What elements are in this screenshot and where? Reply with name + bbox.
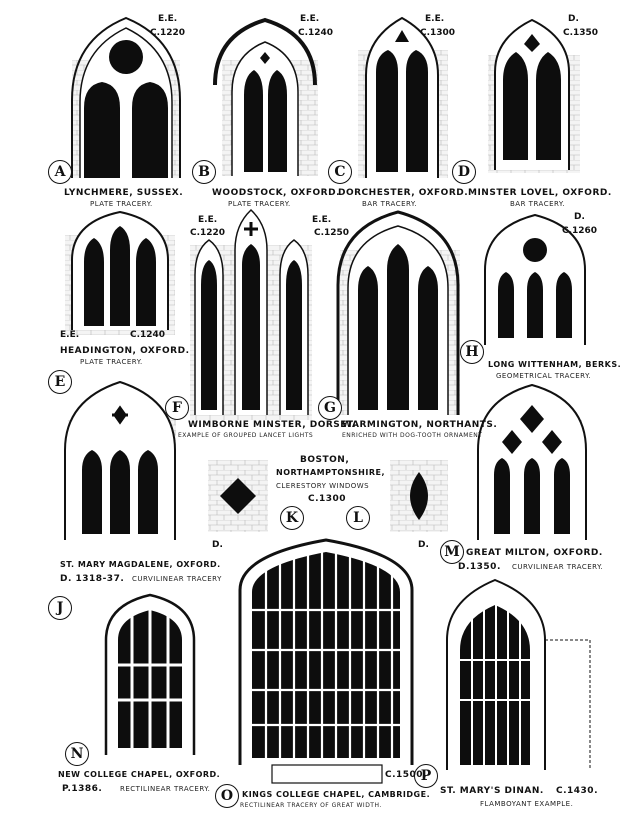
place-h: LONG WITTENHAM, BERKS. [488, 360, 622, 369]
place-m: GREAT MILTON, OXFORD. [466, 548, 603, 558]
date-a: C.1220 [150, 28, 186, 38]
period-g: E.E. [312, 215, 332, 225]
date-h: C.1260 [562, 226, 598, 236]
letter-p: P [414, 764, 438, 788]
letter-j: J [48, 596, 72, 620]
tracery-j: CURVILINEAR TRACERY [132, 575, 222, 583]
date-g: C.1250 [314, 228, 350, 238]
window-f-drawing [190, 208, 312, 420]
period-a: E.E. [158, 14, 178, 24]
period-h: D. [574, 212, 585, 222]
letter-h: H [460, 340, 484, 364]
window-j-drawing [64, 380, 176, 540]
place-j: ST. MARY MAGDALENE, OXFORD. [60, 560, 221, 569]
period-c: E.E. [425, 14, 445, 24]
tracery-n: RECTILINEAR TRACERY. [120, 785, 211, 793]
place-p: ST. MARY'S DINAN. [440, 786, 544, 796]
window-n-drawing [104, 593, 196, 755]
date-e: C.1240 [130, 330, 166, 340]
window-l-drawing [390, 460, 448, 532]
place-a: LYNCHMERE, SUSSEX. [64, 188, 184, 198]
period-l: D. [418, 540, 429, 550]
place-n: NEW COLLEGE CHAPEL, OXFORD. [58, 770, 221, 779]
letter-g: G [318, 396, 342, 420]
window-g-drawing [336, 210, 460, 415]
place-f: WIMBORNE MINSTER, DORSET. [188, 420, 357, 430]
letter-l: L [346, 506, 370, 530]
date-d: C.1350 [563, 28, 599, 38]
date-b: C.1240 [298, 28, 334, 38]
boston-date: C.1300 [308, 494, 347, 504]
letter-m: M [440, 540, 464, 564]
letter-o: O [215, 784, 239, 808]
tracery-o: RECTILINEAR TRACERY OF GREAT WIDTH. [240, 802, 382, 809]
tracery-p: FLAMBOYANT EXAMPLE. [480, 800, 574, 808]
period-f: E.E. [198, 215, 218, 225]
tracery-d: BAR TRACERY. [510, 200, 566, 208]
tracery-e: PLATE TRACERY. [80, 358, 143, 366]
place-c: DORCHESTER, OXFORD. [338, 188, 469, 198]
period-k: D. [212, 540, 223, 550]
date-m: D.1350. [458, 562, 501, 572]
window-o-drawing [238, 538, 414, 784]
tracery-h: GEOMETRICAL TRACERY. [496, 372, 592, 380]
date-n: P.1386. [62, 784, 103, 794]
boston-county: NORTHAMPTONSHIRE, [276, 468, 386, 477]
window-e-drawing [65, 210, 175, 335]
date-c: C.1300 [420, 28, 456, 38]
boston-clerestory: CLERESTORY WINDOWS [276, 482, 370, 490]
period-b: E.E. [300, 14, 320, 24]
date-p: C.1430. [556, 786, 598, 796]
date-j: D. 1318-37. [60, 574, 125, 584]
tracery-c: BAR TRACERY. [362, 200, 418, 208]
tracery-a: PLATE TRACERY. [90, 200, 153, 208]
place-o: KINGS COLLEGE CHAPEL, CAMBRIDGE. [242, 790, 431, 799]
window-p-drawing [446, 578, 591, 770]
window-c-drawing [358, 16, 448, 178]
letter-d: D [452, 160, 476, 184]
letter-c: C [328, 160, 352, 184]
letter-n: N [65, 742, 89, 766]
window-k-drawing [208, 460, 268, 532]
letter-k: K [280, 506, 304, 530]
place-b: WOODSTOCK, OXFORD. [212, 188, 340, 198]
date-f: C.1220 [190, 228, 226, 238]
date-o: C.1500. [385, 770, 427, 780]
tracery-f: EXAMPLE OF GROUPED LANCET LIGHTS [178, 432, 314, 439]
tracery-b: PLATE TRACERY. [228, 200, 291, 208]
letter-a: A [48, 160, 72, 184]
place-d: MINSTER LOVEL, OXFORD. [468, 188, 612, 198]
letter-b: B [192, 160, 216, 184]
window-b-drawing [213, 17, 318, 176]
letter-f: F [165, 396, 189, 420]
period-d: D. [568, 14, 579, 24]
period-e: E.E. [60, 330, 80, 340]
place-e: HEADINGTON, OXFORD. [60, 346, 190, 356]
window-h-drawing [484, 213, 586, 345]
tracery-g: ENRICHED WITH DOG-TOOTH ORNAMENT [342, 432, 483, 439]
window-d-drawing [488, 18, 580, 173]
letter-e: E [48, 370, 72, 394]
boston-title: BOSTON, [300, 455, 350, 465]
place-g: WARMINGTON, NORTHANTS. [342, 420, 498, 430]
window-m-drawing [477, 383, 587, 540]
window-a-drawing [71, 16, 181, 178]
tracery-m: CURVILINEAR TRACERY. [512, 563, 604, 571]
